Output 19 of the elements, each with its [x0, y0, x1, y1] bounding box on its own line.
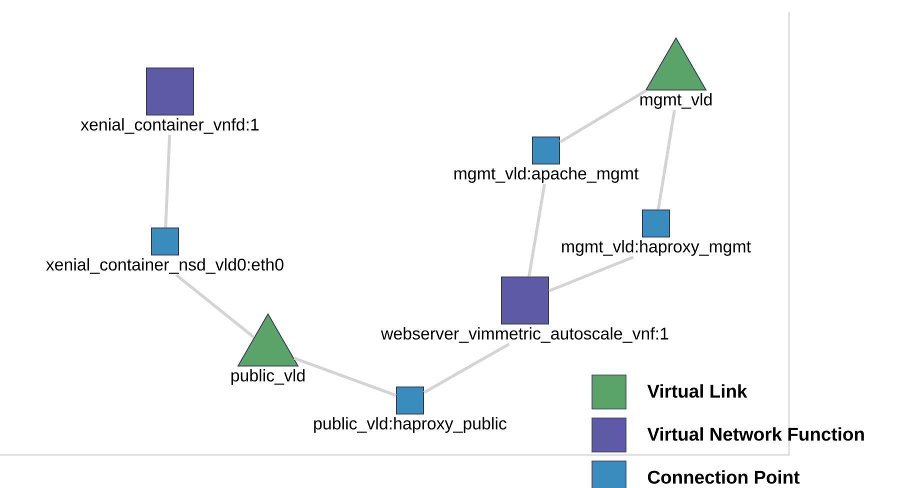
connector-line [548, 256, 634, 292]
node-label: public_vld [231, 369, 305, 385]
legend-text: Connection Point [648, 470, 800, 484]
node-label: webserver_vimmetric_autoscale_vnf:1 [380, 327, 668, 343]
node-label: public_vld:haproxy_public [314, 417, 506, 433]
legend-text: Virtual Network Function [647, 427, 864, 441]
connector-line [423, 342, 510, 394]
connector-line [656, 110, 676, 210]
connector-line [175, 274, 255, 339]
node-label: mgmt_vld:haproxy_mgmt [562, 240, 751, 256]
legend-text: Virtual Link [647, 384, 748, 398]
node-label: mgmt_vld [640, 93, 712, 109]
node-label: xenial_container_nsd_vld0:eth0 [46, 258, 284, 274]
connector-line [164, 134, 172, 228]
connector-line [294, 356, 397, 397]
node-label: mgmt_vld:apache_mgmt [454, 167, 639, 183]
connector-line [528, 184, 546, 277]
connector-line [559, 89, 648, 144]
node-label: xenial_container_vnfd:1 [80, 118, 259, 134]
